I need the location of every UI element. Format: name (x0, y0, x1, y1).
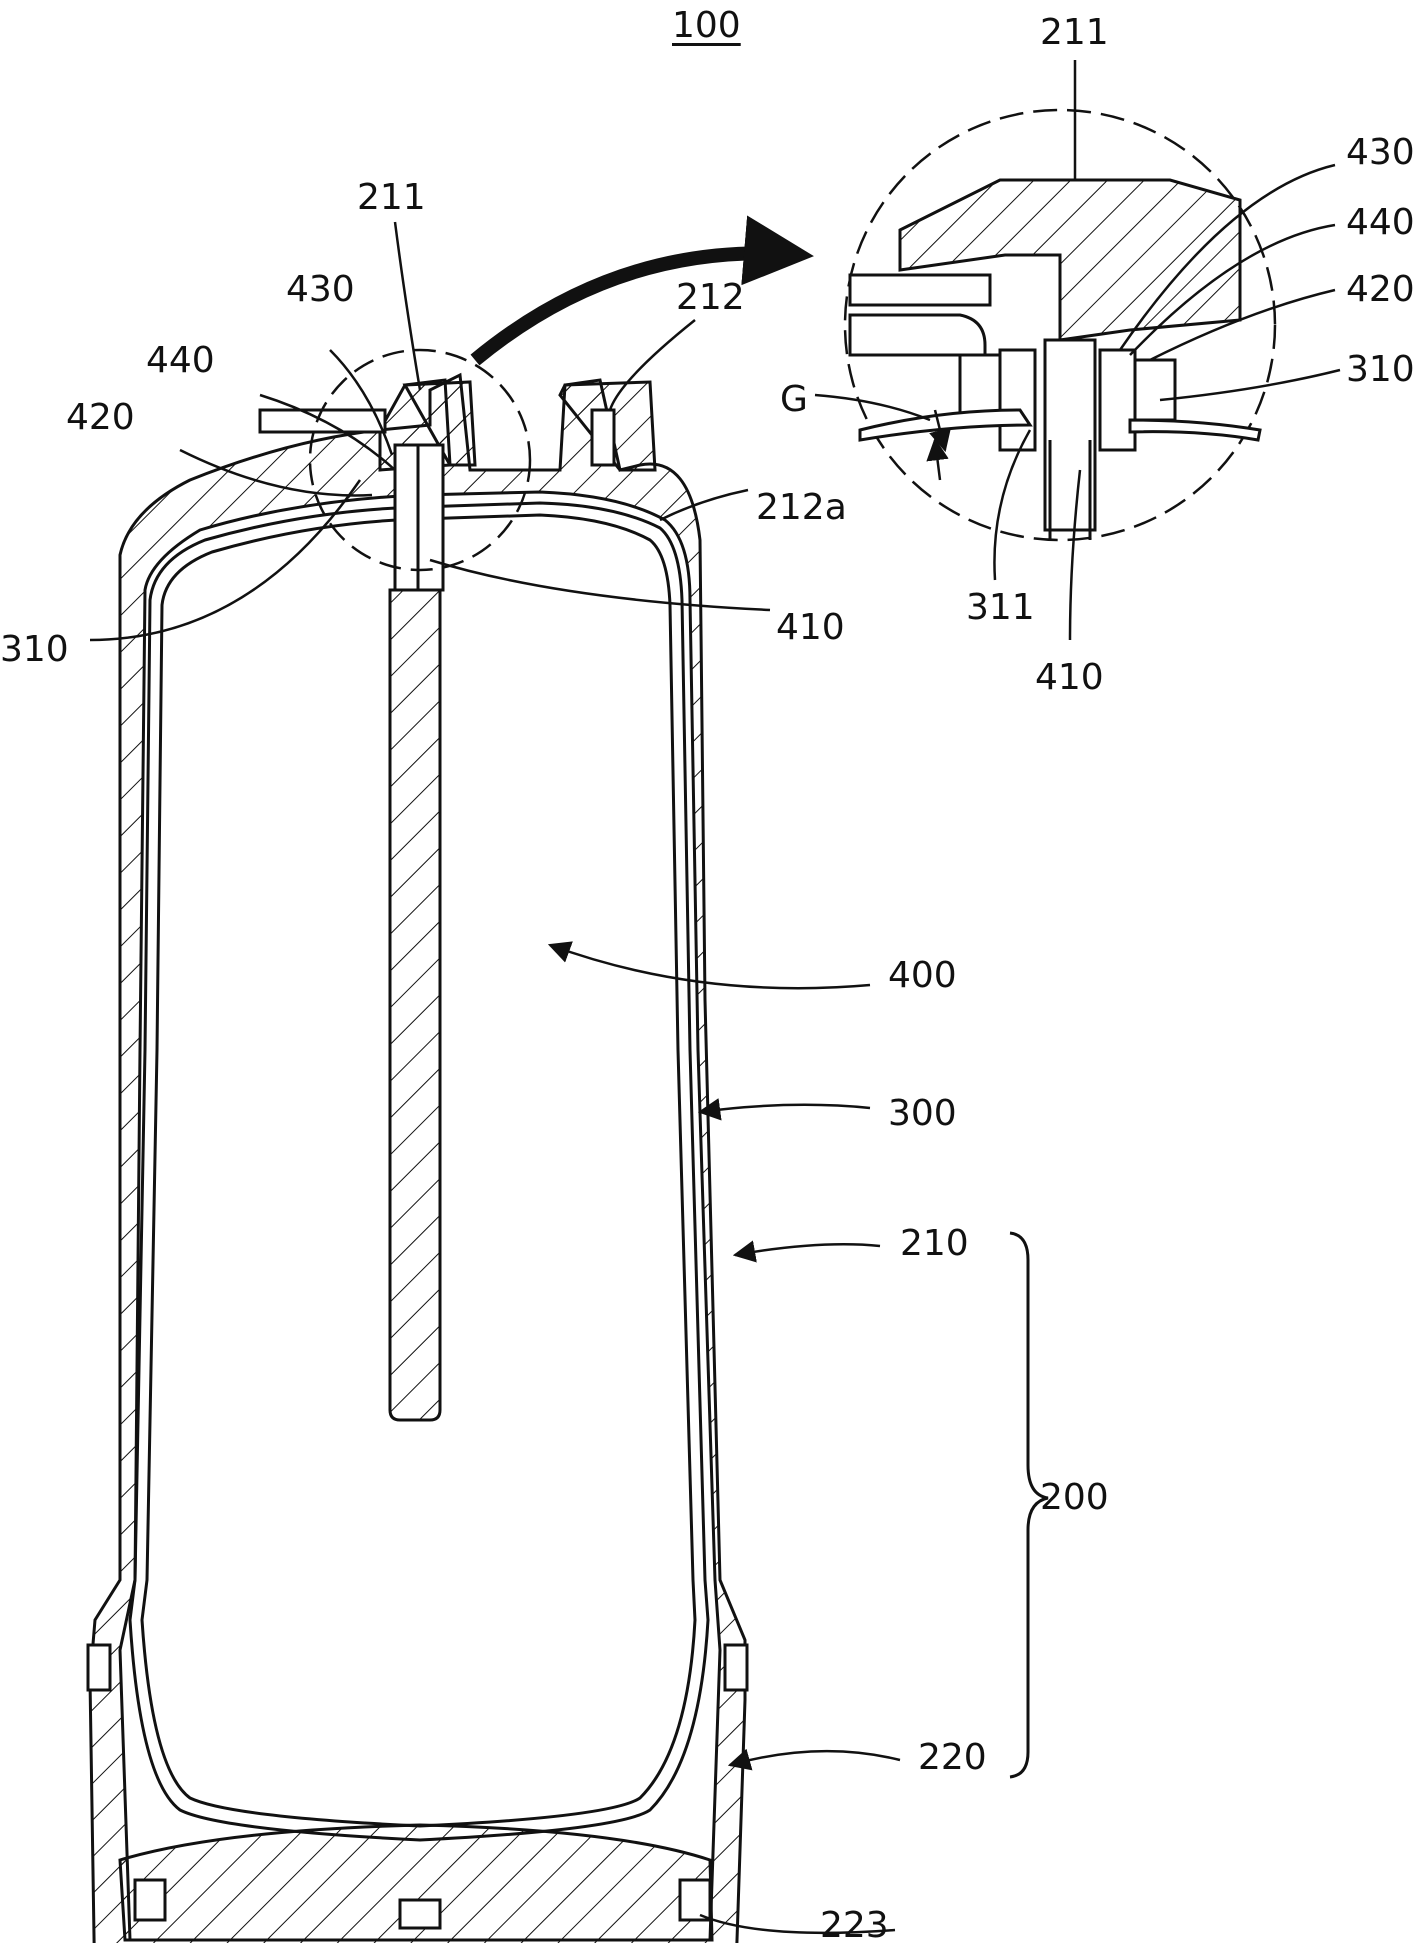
label-400: 400 (888, 955, 957, 996)
label-223: 223 (820, 1905, 889, 1946)
base-223 (118, 1823, 714, 1942)
label-440: 440 (146, 340, 215, 381)
label-212: 212 (676, 277, 745, 318)
fitting-212 (558, 380, 657, 472)
inner-liner-300 (128, 501, 710, 1842)
detail-circle (843, 108, 1277, 542)
label-200: 200 (1040, 1477, 1109, 1518)
leader-lines (89, 221, 901, 1935)
detail-label-430: 430 (1346, 132, 1415, 173)
figure-number: 100 (672, 5, 741, 46)
label-410: 410 (776, 607, 845, 648)
dip-tube-400 (388, 443, 445, 1422)
brace-200 (1009, 1231, 1049, 1779)
detail-content (848, 178, 1262, 540)
label-211: 211 (357, 177, 426, 218)
label-310: 310 (0, 629, 69, 670)
zoom-arrow (470, 215, 814, 366)
label-430: 430 (286, 269, 355, 310)
detail-label-420: 420 (1346, 269, 1415, 310)
detail-label-G: G (780, 379, 808, 420)
detail-label-440: 440 (1346, 202, 1415, 243)
label-420: 420 (66, 397, 135, 438)
detail-label-211: 211 (1040, 12, 1109, 53)
detail-label-311: 311 (966, 587, 1035, 628)
magnifier-circle (308, 348, 532, 572)
label-210: 210 (900, 1223, 969, 1264)
detail-label-410: 410 (1035, 657, 1104, 698)
label-212a: 212a (756, 487, 847, 528)
label-220: 220 (918, 1737, 987, 1778)
detail-label-310: 310 (1346, 349, 1415, 390)
label-300: 300 (888, 1093, 957, 1134)
